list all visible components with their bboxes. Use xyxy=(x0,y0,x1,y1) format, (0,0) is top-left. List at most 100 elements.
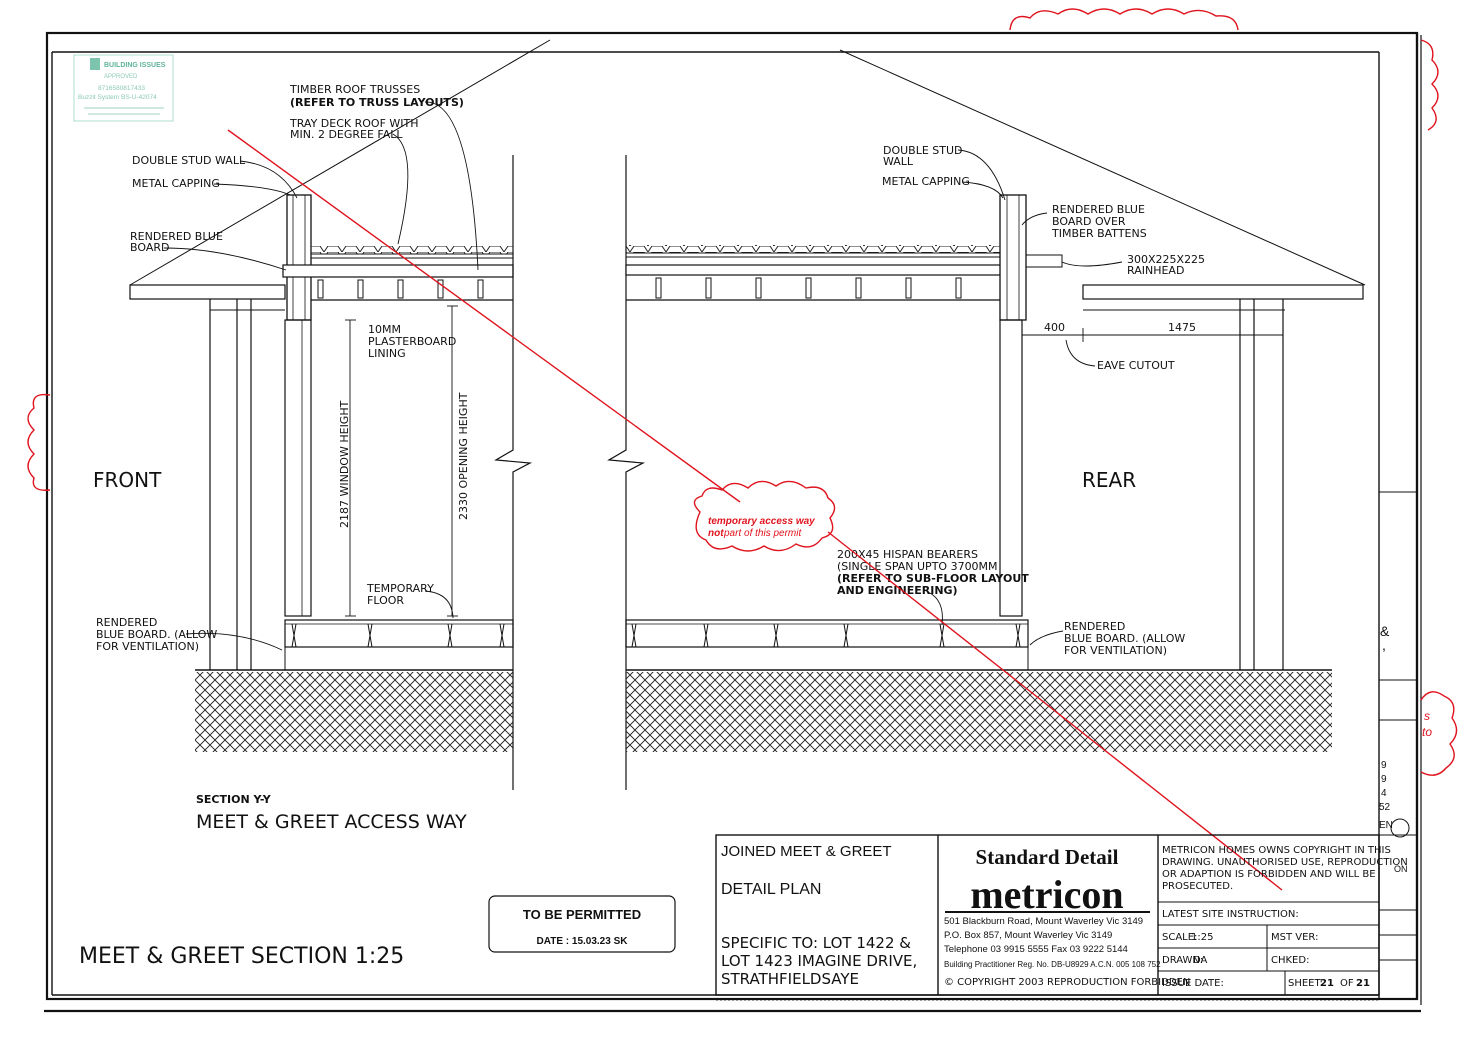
label-plasterboard-3: LINING xyxy=(368,347,406,360)
tb-sheet-of: OF xyxy=(1340,978,1354,989)
label-rainhead: RAINHEAD xyxy=(1127,264,1184,277)
label-timber-trusses: TIMBER ROOF TRUSSES xyxy=(289,83,420,96)
stamp-number: 8716580817433 xyxy=(98,85,145,92)
tb-phone: Telephone 03 9915 5555 Fax 03 9222 5144 xyxy=(944,944,1128,955)
tb-specific-1: SPECIFIC TO: LOT 1422 & xyxy=(721,934,911,952)
metricon-logo: metricon xyxy=(970,872,1123,917)
revision-clouds xyxy=(27,8,1458,776)
tb-notice-2: DRAWING. UNAUTHORISED USE, REPRODUCTION xyxy=(1162,857,1408,868)
dim-1475: 1475 xyxy=(1168,321,1196,334)
cloud-note-rest: part of this permit xyxy=(723,528,802,539)
right-edge-fragments: & , s to 9 9 4 52 EN ON xyxy=(1379,623,1432,874)
permit-stamp-date: DATE : 15.03.23 SK xyxy=(537,936,629,947)
label-vent-right-2: BLUE BOARD. (ALLOW xyxy=(1064,632,1185,645)
tb-notice-1: METRICON HOMES OWNS COPYRIGHT IN THIS xyxy=(1162,845,1391,856)
label-tray-deck: TRAY DECK ROOF WITH xyxy=(289,117,419,130)
label-rendered-blue-right: RENDERED BLUE xyxy=(1052,203,1145,216)
label-opening-height: 2330 OPENING HEIGHT xyxy=(457,392,470,520)
fragment-amp: & xyxy=(1380,623,1390,639)
label-rear: REAR xyxy=(1082,468,1136,492)
leader-lines xyxy=(163,101,1123,651)
tb-drawn-value: DA xyxy=(1193,955,1208,966)
label-bearers-3: (REFER TO SUB-FLOOR LAYOUT xyxy=(837,572,1029,585)
building-issues-logo-icon xyxy=(90,58,100,70)
tb-notice-3: OR ADAPTION IS FORBIDDEN AND WILL BE xyxy=(1162,869,1376,880)
tb-sheet-value: 21 xyxy=(1320,978,1334,989)
tb-address-1: 501 Blackburn Road, Mount Waverley Vic 3… xyxy=(944,916,1143,927)
label-window-height: 2187 WINDOW HEIGHT xyxy=(338,400,351,528)
tb-standard-detail: Standard Detail xyxy=(976,845,1119,869)
tb-latest-site: LATEST SITE INSTRUCTION: xyxy=(1162,909,1299,920)
tb-address-2: P.O. Box 857, Mount Waverley Vic 3149 xyxy=(944,930,1112,941)
label-vent-left-2: BLUE BOARD. (ALLOW xyxy=(96,628,217,641)
roof-gable xyxy=(129,39,1366,286)
tb-sheet-total: 21 xyxy=(1356,978,1370,989)
title-block: JOINED MEET & GREET DETAIL PLAN SPECIFIC… xyxy=(715,834,1408,1001)
building-issues-stamp: BUILDING ISSUES APPROVED 8716580817433 B… xyxy=(73,54,174,122)
label-double-stud-right: DOUBLE STUD xyxy=(883,144,963,157)
tb-specific-2: LOT 1423 IMAGINE DRIVE, xyxy=(721,952,917,970)
drawing-title: MEET & GREET SECTION 1:25 xyxy=(79,944,404,969)
break-lines xyxy=(494,155,646,790)
label-vent-left: RENDERED xyxy=(96,616,157,629)
label-temp-floor-2: FLOOR xyxy=(367,594,404,607)
label-eave-cutout: EAVE CUTOUT xyxy=(1097,359,1175,372)
fragment-comma: , xyxy=(1382,637,1386,653)
label-rendered-blue-left: RENDERED BLUE xyxy=(130,230,223,243)
label-vent-right-3: FOR VENTILATION) xyxy=(1064,644,1167,657)
fragment-on: ON xyxy=(1394,864,1408,874)
tb-registration: Building Practitioner Reg. No. DB-U8929 … xyxy=(944,960,1161,969)
label-vent-left-3: FOR VENTILATION) xyxy=(96,640,199,653)
permit-stamp: TO BE PERMITTED DATE : 15.03.23 SK xyxy=(488,895,676,953)
stamp-approved: APPROVED xyxy=(104,74,138,80)
tb-issue-date: ISSUE DATE: xyxy=(1162,978,1224,989)
fragment-s: s xyxy=(1424,709,1430,723)
cloud-note-line1: temporary access way xyxy=(708,516,815,527)
stamp-system: Buzzit System BS-U-42074 xyxy=(78,94,157,101)
label-timber-trusses-ref: (REFER TO TRUSS LAYOUTS) xyxy=(290,96,464,109)
dimension-lines xyxy=(345,305,1284,617)
fragment-4: 4 xyxy=(1381,788,1387,799)
tb-copyright: © COPYRIGHT 2003 REPRODUCTION FORBIDDEN xyxy=(944,977,1190,988)
tb-drawn-label: DRAWN: xyxy=(1162,955,1203,966)
label-rendered-blue-right-over: BOARD OVER xyxy=(1052,215,1126,228)
label-plasterboard: 10MM xyxy=(368,323,401,336)
label-rendered-blue-right-battens: TIMBER BATTENS xyxy=(1051,227,1147,240)
cloud-note: temporary access way not part of this pe… xyxy=(708,516,815,539)
right-structure xyxy=(625,194,1364,752)
label-vent-right: RENDERED xyxy=(1064,620,1125,633)
section-title: MEET & GREET ACCESS WAY xyxy=(196,811,467,833)
label-bearers: 200X45 HISPAN BEARERS xyxy=(837,548,978,561)
tb-project-1: JOINED MEET & GREET xyxy=(721,843,892,860)
tb-scale-label: SCALE: xyxy=(1162,932,1197,943)
red-strike-line xyxy=(227,129,1283,891)
fragment-9b: 9 xyxy=(1381,774,1387,785)
tb-specific-3: STRATHFIELDSAYE xyxy=(721,970,859,988)
label-metal-capping-right: METAL CAPPING xyxy=(882,175,970,188)
fragment-en: EN xyxy=(1379,820,1393,831)
section-ref: SECTION Y-Y xyxy=(196,793,272,806)
annotation-labels: TIMBER ROOF TRUSSES (REFER TO TRUSS LAYO… xyxy=(79,83,1205,969)
label-bearers-2: (SINGLE SPAN UPTO 3700MM xyxy=(837,560,998,573)
stamp-logo-text: BUILDING ISSUES xyxy=(104,62,166,69)
tb-project-2: DETAIL PLAN xyxy=(721,881,821,898)
fragment-to: to xyxy=(1422,725,1432,739)
tb-sheet-label: SHEET: xyxy=(1288,978,1323,989)
label-metal-capping-left: METAL CAPPING xyxy=(132,177,220,190)
fragment-52: 52 xyxy=(1379,802,1391,813)
label-tray-deck-fall: MIN. 2 DEGREE FALL xyxy=(290,128,403,141)
label-rainhead-size: 300X225X225 xyxy=(1127,253,1205,266)
permit-stamp-title: TO BE PERMITTED xyxy=(523,907,641,922)
label-front: FRONT xyxy=(93,468,162,492)
label-temp-floor: TEMPORARY xyxy=(366,582,434,595)
label-rendered-blue-left-board: BOARD xyxy=(130,241,169,254)
label-plasterboard-2: PLASTERBOARD xyxy=(368,335,456,348)
fragment-9: 9 xyxy=(1381,760,1387,771)
tb-scale-value: 1:25 xyxy=(1191,932,1213,943)
label-double-stud-left: DOUBLE STUD WALL xyxy=(132,154,246,167)
cloud-note-not: not xyxy=(708,528,724,539)
label-bearers-4: AND ENGINEERING) xyxy=(837,584,958,597)
tb-chked: CHKED: xyxy=(1271,955,1309,966)
tb-notice-4: PROSECUTED. xyxy=(1162,881,1233,892)
